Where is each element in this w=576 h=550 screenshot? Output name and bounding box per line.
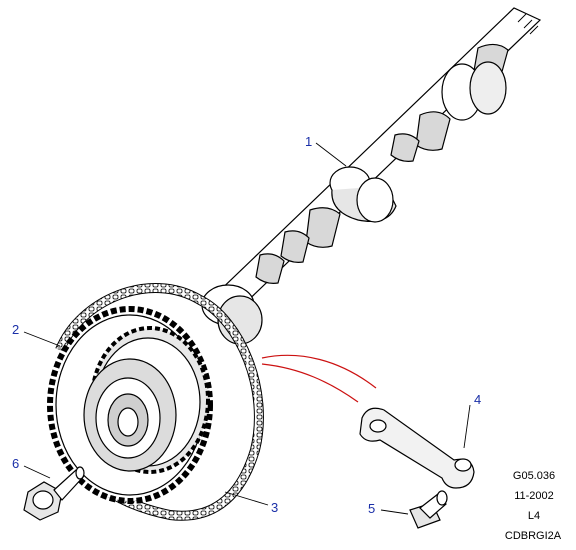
callout-4: 4 [474, 392, 481, 407]
model-code: L4 [527, 510, 541, 522]
callout-5: 5 [368, 501, 375, 516]
date-code: 11-2002 [514, 490, 554, 502]
camshaft-sprocket [47, 306, 213, 504]
sprocket-bolt [23, 466, 85, 521]
callout-1: 1 [305, 134, 312, 149]
catalog-code: CDBRGI2A [504, 530, 562, 542]
reference-code: G05.036 [512, 470, 556, 482]
timing-chain [55, 283, 264, 521]
chain-guide-bracket [359, 407, 475, 489]
callout-6: 6 [12, 456, 19, 471]
callout-3: 3 [271, 500, 278, 515]
bracket-bolt [409, 490, 448, 529]
highlight-arcs [261, 354, 377, 403]
camshaft [201, 7, 542, 345]
leader-lines [23, 142, 471, 515]
callout-2: 2 [12, 322, 19, 337]
callouts: 1 2 3 4 5 6 [12, 134, 481, 516]
